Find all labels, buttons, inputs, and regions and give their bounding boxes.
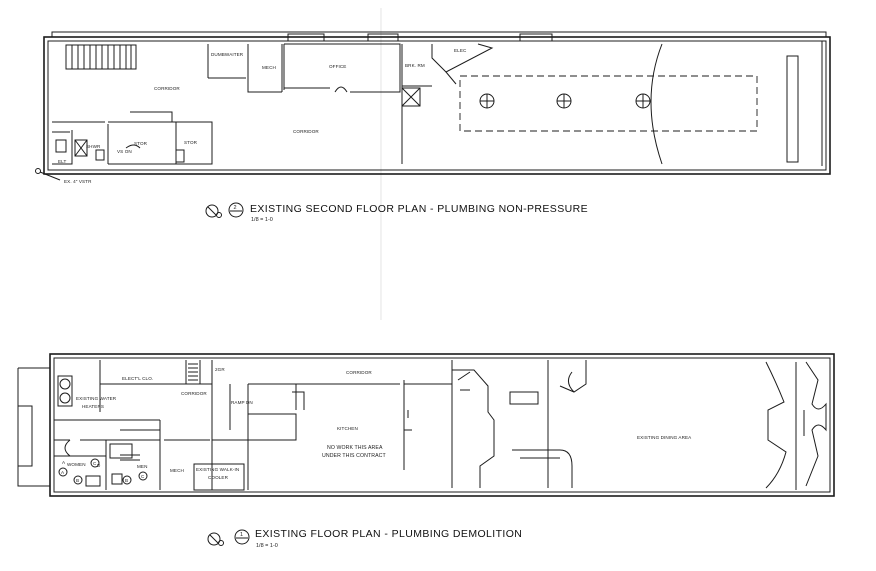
room-label-mech: MECH bbox=[262, 65, 276, 70]
room-label-corridor: CORRIDOR bbox=[181, 391, 207, 396]
drawing-number: 1 bbox=[240, 532, 243, 538]
room-label-dumbwaiter: DUMBWAITER bbox=[211, 52, 244, 57]
room-label-shower: SHWR bbox=[86, 144, 101, 149]
drawing-title: EXISTING SECOND FLOOR PLAN - PLUMBING NO… bbox=[250, 203, 588, 215]
room-label-break-room: BRK. RM bbox=[405, 63, 425, 68]
room-label-dining-area: EXISTING DINING AREA bbox=[637, 435, 692, 440]
fixture-label-vs-on: VS ON bbox=[117, 149, 132, 154]
room-label-elec: ELEC bbox=[454, 48, 467, 53]
equipment-label-water-heaters: EXISTING WATER bbox=[76, 396, 117, 401]
ceiling-fan-icon bbox=[479, 93, 495, 109]
fixture-tag: D bbox=[97, 463, 101, 468]
drawing-scale: 1/8 = 1-0 bbox=[256, 543, 278, 549]
room-label-women: WOMEN bbox=[67, 462, 86, 467]
note-no-work: NO WORK THIS AREA bbox=[327, 445, 383, 451]
room-label-stor: STOR bbox=[134, 141, 148, 146]
drawing-title: EXISTING FLOOR PLAN - PLUMBING DEMOLITIO… bbox=[255, 528, 522, 540]
first-floor-outer-wall bbox=[49, 353, 835, 497]
room-label-stor: STOR bbox=[184, 140, 198, 145]
first-floor-inner-wall bbox=[53, 357, 831, 493]
fixture-tag: A bbox=[62, 460, 66, 465]
room-label-walk-in-cooler: COOLER bbox=[208, 475, 229, 480]
second-floor-inner-wall bbox=[47, 40, 827, 171]
equipment-label-water-heaters: HEATERS bbox=[82, 404, 104, 409]
first-floor-plan: A B C B C A D ELECT'L CLO. CORRIDOR CORR… bbox=[17, 353, 835, 549]
ceiling-fan-icon bbox=[635, 93, 651, 109]
second-floor-outer-wall bbox=[43, 36, 831, 175]
room-label-men: MEN bbox=[137, 464, 148, 469]
drawing-number: 2 bbox=[234, 205, 237, 211]
note-no-work: UNDER THIS CONTRACT bbox=[322, 453, 386, 459]
second-floor-plan: CORRIDOR CORRIDOR DUMBWAITER MECH OFFICE… bbox=[35, 31, 831, 223]
room-label-electrical-closet: ELECT'L CLO. bbox=[122, 376, 153, 381]
dropped-ceiling-outline bbox=[459, 75, 758, 132]
room-label-corridor: CORRIDOR bbox=[346, 370, 372, 375]
room-label-corridor: CORRIDOR bbox=[154, 86, 180, 91]
first-floor-title-block: 1 EXISTING FLOOR PLAN - PLUMBING DEMOLIT… bbox=[207, 528, 522, 549]
room-label-2gr: 2GR bbox=[215, 367, 225, 372]
fixture-tag: C bbox=[93, 461, 97, 466]
note-vent-stack: EX. 4" VSTR bbox=[64, 179, 92, 184]
fixture-tag: B bbox=[125, 478, 128, 483]
room-label-kitchen: KITCHEN bbox=[337, 426, 358, 431]
second-floor-title-block: 2 EXISTING SECOND FLOOR PLAN - PLUMBING … bbox=[205, 202, 588, 223]
fixture-tag: B bbox=[76, 478, 79, 483]
fixture-tag: A bbox=[61, 470, 65, 475]
ceiling-fan-icon bbox=[556, 93, 572, 109]
room-label-office: OFFICE bbox=[329, 64, 346, 69]
room-label-mech: MECH bbox=[170, 468, 184, 473]
stair-second-floor bbox=[65, 44, 137, 70]
drawing-scale: 1/8 = 1-0 bbox=[251, 217, 273, 223]
room-label-walk-in-cooler: EXISTING WALK-IN bbox=[196, 467, 239, 472]
fixture-tag: C bbox=[141, 474, 145, 479]
room-label-corridor: CORRIDOR bbox=[293, 129, 319, 134]
fixture-label-elt: ELT bbox=[58, 159, 66, 164]
room-label-ramp: RAMP DN bbox=[231, 400, 253, 405]
